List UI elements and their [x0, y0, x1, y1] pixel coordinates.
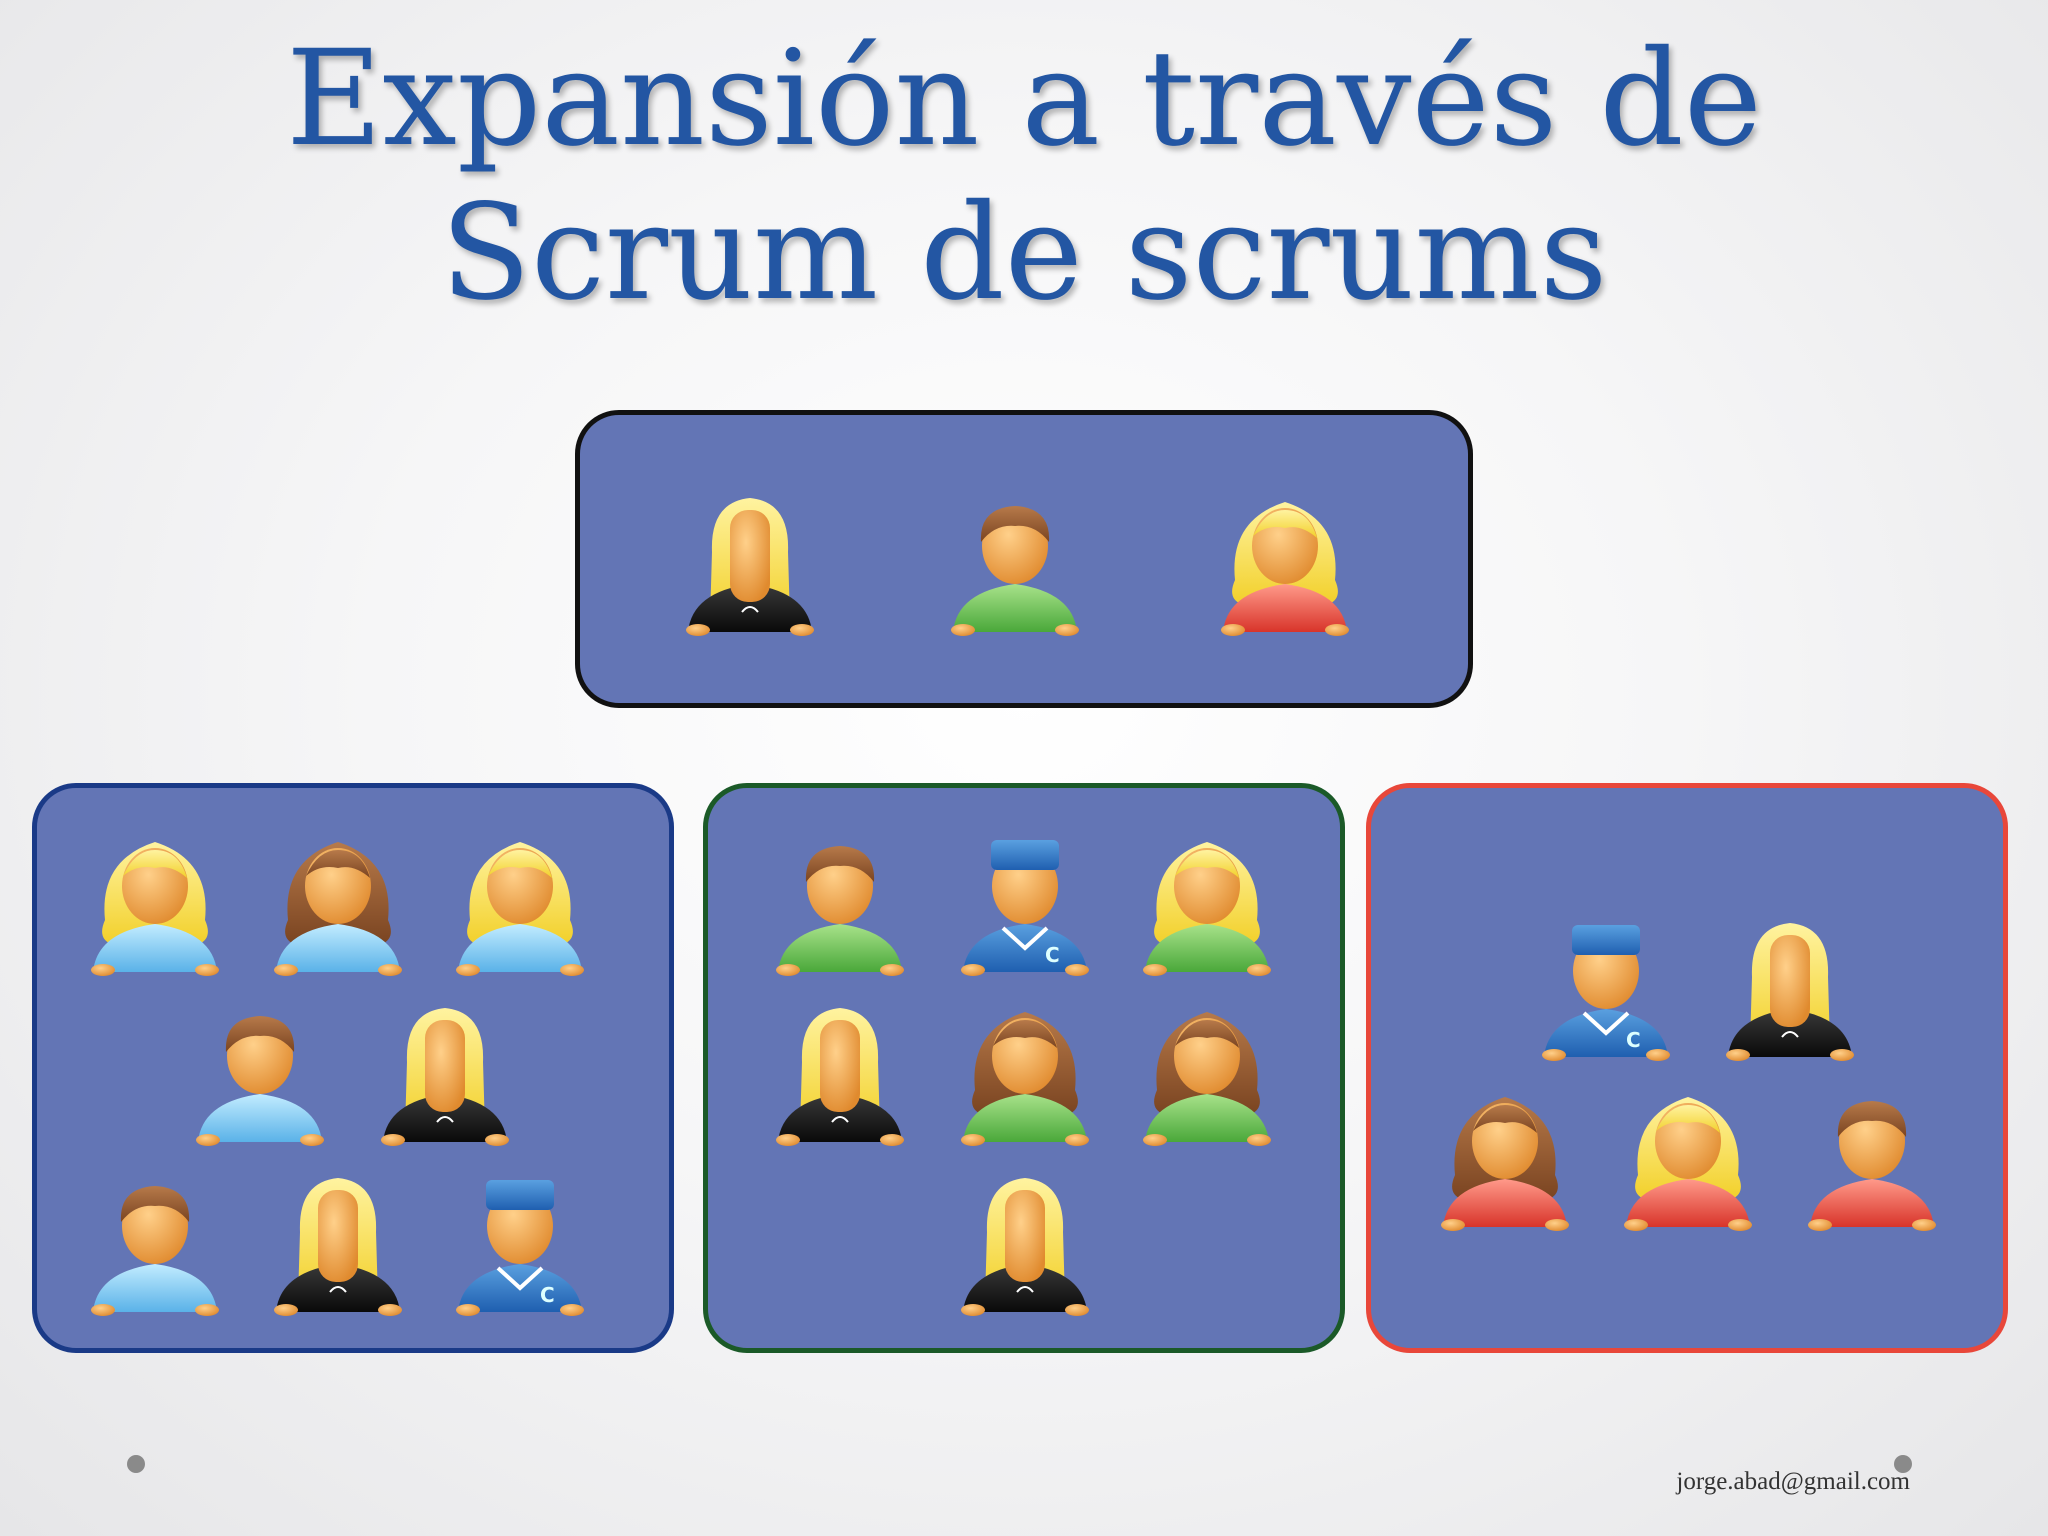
svg-text:C: C — [1626, 1028, 1641, 1052]
person-man-red-icon — [1792, 1075, 1952, 1235]
person-cap-blue-icon: C — [1526, 905, 1686, 1065]
person-man-green-icon — [935, 480, 1095, 640]
svg-text:C: C — [1045, 943, 1060, 967]
person-curly-red-icon — [1608, 1075, 1768, 1235]
person-longhair-black-icon — [1710, 905, 1870, 1065]
person-longhair-black-icon — [365, 990, 525, 1150]
person-cap-blue-icon: C — [945, 820, 1105, 980]
person-brown-curly-red-icon — [1425, 1075, 1585, 1235]
title-line-1: Expansión a través de — [286, 22, 1762, 176]
person-curly-green-icon — [1127, 820, 1287, 980]
title-line-2: Scrum de scrums — [440, 176, 1608, 330]
person-man-lightblue-icon — [75, 1160, 235, 1320]
bullet-dot-right — [1894, 1455, 1912, 1473]
footer-email: jorge.abad@gmail.com — [1676, 1468, 1910, 1495]
svg-text:C: C — [540, 1283, 555, 1307]
person-longhair-black-icon — [945, 1160, 1105, 1320]
bullet-dot-left — [127, 1455, 145, 1473]
person-longhair-black-icon — [760, 990, 920, 1150]
person-brown-curly-lightblue-icon — [258, 820, 418, 980]
person-man-green-icon — [760, 820, 920, 980]
person-curly-lightblue-icon — [440, 820, 600, 980]
person-brown-curly-green-icon — [1127, 990, 1287, 1150]
team-red — [1366, 783, 2008, 1353]
person-brown-curly-green-icon — [945, 990, 1105, 1150]
slide-title: Expansión a través de Scrum de scrums — [0, 22, 2048, 330]
person-longhair-black-icon — [258, 1160, 418, 1320]
person-cap-blue-icon: C — [440, 1160, 600, 1320]
person-curly-lightblue-icon — [75, 820, 235, 980]
person-curly-red-icon — [1205, 480, 1365, 640]
person-longhair-black-icon — [670, 480, 830, 640]
person-man-lightblue-icon — [180, 990, 340, 1150]
